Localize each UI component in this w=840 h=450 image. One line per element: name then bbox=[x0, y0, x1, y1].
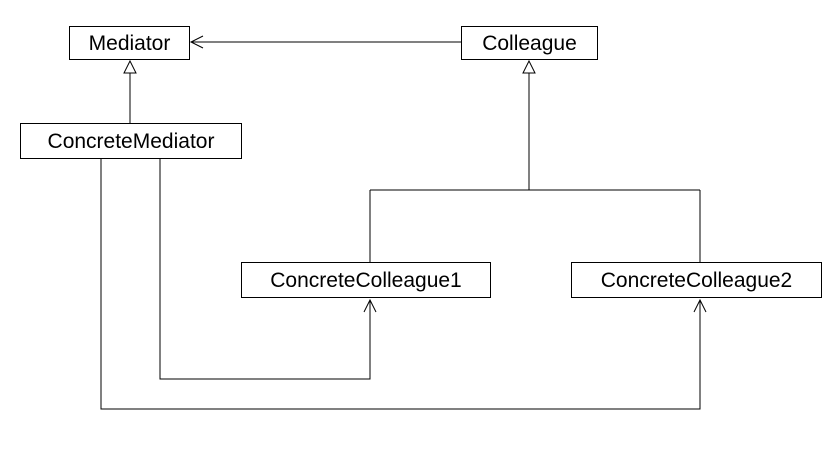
class-name-colleague: Colleague bbox=[482, 31, 577, 55]
class-name-concrete-mediator: ConcreteMediator bbox=[47, 129, 215, 153]
open-arrowhead-colleague1 bbox=[363, 298, 377, 313]
class-box-colleague[interactable]: Colleague bbox=[461, 26, 598, 60]
association-mediator-colleague1 bbox=[159, 159, 371, 380]
class-name-mediator: Mediator bbox=[88, 31, 171, 55]
hollow-triangle-mediator bbox=[123, 59, 137, 74]
open-arrowhead-mediator bbox=[189, 35, 204, 49]
class-name-concrete-colleague1: ConcreteColleague1 bbox=[270, 268, 462, 292]
class-box-mediator[interactable]: Mediator bbox=[69, 26, 190, 60]
class-box-concrete-colleague1[interactable]: ConcreteColleague1 bbox=[241, 262, 491, 298]
hollow-triangle-colleague bbox=[522, 59, 536, 74]
class-box-concrete-mediator[interactable]: ConcreteMediator bbox=[20, 123, 242, 159]
class-name-concrete-colleague2: ConcreteColleague2 bbox=[600, 268, 793, 292]
class-box-concrete-colleague2[interactable]: ConcreteColleague2 bbox=[571, 262, 822, 298]
association-mediator-colleague2 bbox=[100, 159, 701, 410]
open-arrowhead-colleague2 bbox=[693, 298, 707, 313]
